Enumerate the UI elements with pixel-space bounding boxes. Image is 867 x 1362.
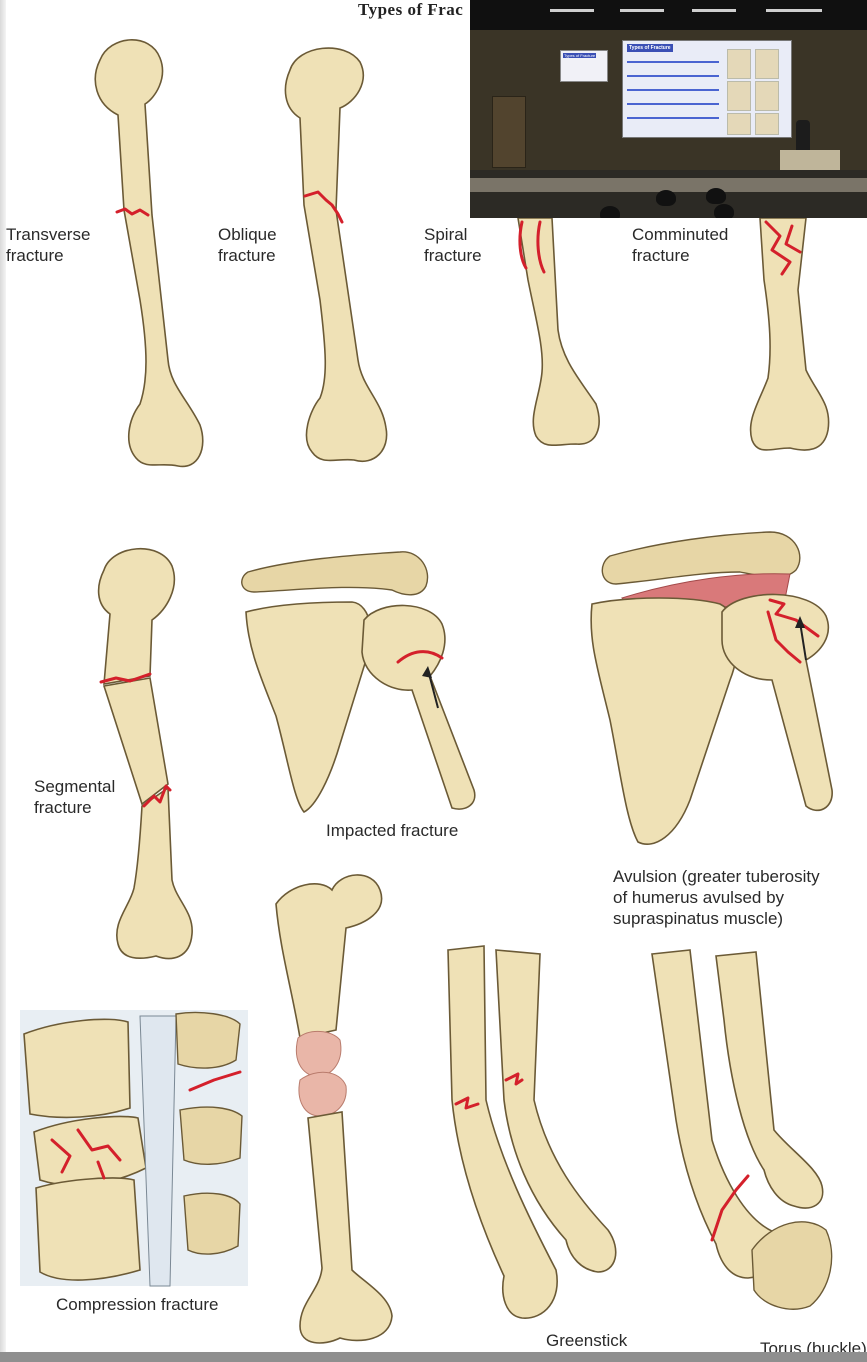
audience-head [656, 190, 676, 206]
audience-head [714, 204, 734, 218]
ceiling-light [550, 9, 594, 12]
projected-figure [727, 81, 751, 111]
projected-figure [755, 81, 779, 111]
ceiling-light [692, 9, 736, 12]
comminuted-fracture-bone [749, 217, 830, 451]
segmental-fracture-bone [97, 547, 193, 960]
spiral-fracture-bone [517, 217, 600, 447]
lecturer [796, 120, 810, 154]
projected-figure [727, 49, 751, 79]
greenstick-fracture-bone [447, 945, 617, 1319]
webcam-overlay: Types of Fracture Types of Fracture [470, 0, 867, 218]
desk-row [470, 178, 867, 192]
femur-fracture-bone [275, 874, 393, 1344]
label-oblique-fracture: Oblique fracture [218, 225, 277, 265]
frame-edge [0, 0, 6, 1362]
classroom-door [492, 96, 526, 168]
audience-head [600, 206, 620, 218]
label-comminuted-fracture: Comminuted fracture [632, 225, 729, 265]
projected-text-line [627, 61, 719, 63]
torus-fracture-bone [651, 949, 833, 1310]
oblique-fracture-bone [284, 47, 388, 463]
monitor-title: Types of Fracture [563, 53, 597, 58]
projected-text-line [627, 89, 719, 91]
label-spiral-fracture: Spiral fracture [424, 225, 482, 265]
avulsion-fracture-bone [590, 531, 833, 845]
player-bottom-bar [0, 1352, 867, 1362]
transverse-fracture-bone [94, 39, 204, 468]
compression-fracture-bone [20, 1010, 248, 1287]
label-compression-fracture: Compression fracture [56, 1295, 219, 1314]
slide-title: Types of Frac [358, 0, 464, 19]
projected-text-line [627, 75, 719, 77]
projected-figure [727, 113, 751, 135]
projected-figure [755, 113, 779, 135]
projector-screen: Types of Fracture [622, 40, 792, 138]
projected-figure [755, 49, 779, 79]
projected-text-line [627, 117, 719, 119]
label-transverse-fracture: Transverse fracture [6, 225, 91, 265]
impacted-fracture-bone [241, 551, 476, 813]
ceiling-light [766, 9, 822, 12]
label-avulsion-fracture: Avulsion (greater tuberosity of humerus … [613, 867, 820, 928]
side-monitor: Types of Fracture [560, 50, 608, 82]
ceiling-light [620, 9, 664, 12]
label-impacted-fracture: Impacted fracture [326, 821, 459, 840]
ceiling [470, 0, 867, 30]
audience-head [706, 188, 726, 204]
label-segmental-fracture: Segmental fracture [34, 777, 116, 817]
projected-slide-title: Types of Fracture [627, 44, 673, 52]
projected-text-line [627, 103, 719, 105]
